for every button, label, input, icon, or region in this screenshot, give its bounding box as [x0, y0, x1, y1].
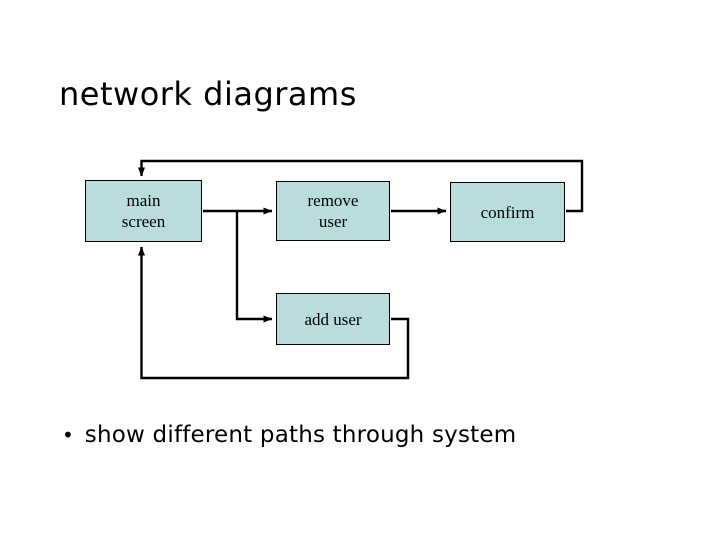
page-title: network diagrams [59, 75, 357, 113]
node-add-user-label: add user [304, 309, 362, 329]
node-main-screen-label: main screen [121, 191, 166, 231]
node-confirm-label: confirm [480, 202, 535, 222]
bullet-marker-icon: • [62, 423, 74, 447]
edge-add-user-to-main-screen [138, 246, 410, 380]
node-remove-user[interactable]: remove user [276, 181, 390, 241]
node-main-screen[interactable]: main screen [85, 180, 202, 242]
bullet-item-text: show different paths through system [84, 422, 517, 448]
edge-confirm-to-main-screen [138, 159, 584, 213]
node-add-user[interactable]: add user [276, 293, 390, 345]
edge-main-screen-to-add-user [235, 211, 273, 323]
node-remove-user-label: remove user [307, 191, 359, 231]
bullet-list-item: • show different paths through system [62, 418, 662, 452]
node-confirm[interactable]: confirm [450, 182, 565, 242]
